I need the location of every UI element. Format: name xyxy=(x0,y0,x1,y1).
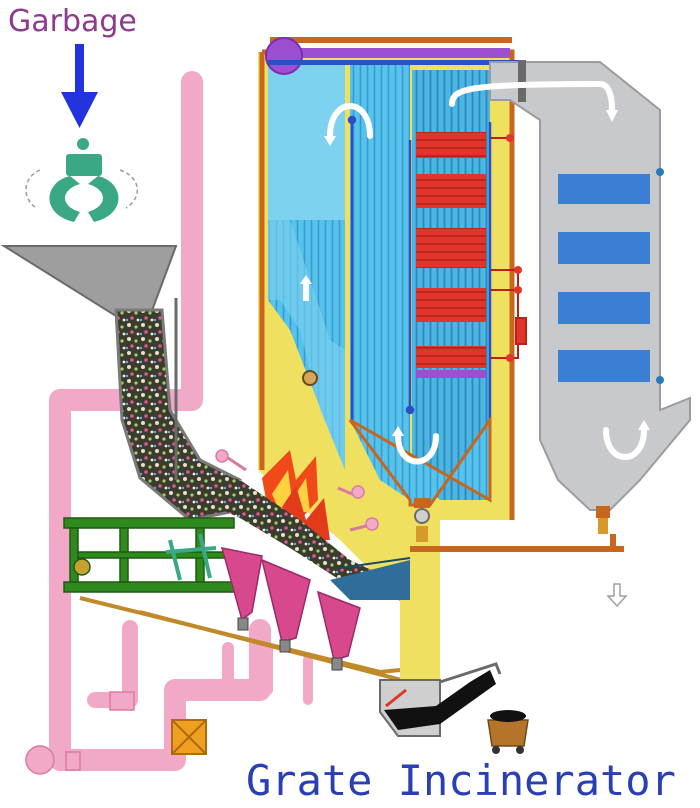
flue-hopper-outlet xyxy=(596,506,610,534)
ash-chute xyxy=(400,600,440,680)
diagram-title: Grate Incinerator xyxy=(246,756,676,805)
air-fan-icon xyxy=(172,720,206,754)
boiler-base-beam xyxy=(410,534,624,552)
inspection-port xyxy=(303,371,317,385)
grate-frame xyxy=(64,518,238,592)
exhaust-arrow-icon xyxy=(608,584,626,606)
flue-duct xyxy=(490,60,690,510)
down-arrow-icon xyxy=(61,44,98,128)
crane-grab-icon xyxy=(26,138,137,222)
garbage-label: Garbage xyxy=(8,4,137,39)
ash-cart-icon xyxy=(488,710,528,754)
feed-hopper xyxy=(4,246,176,316)
